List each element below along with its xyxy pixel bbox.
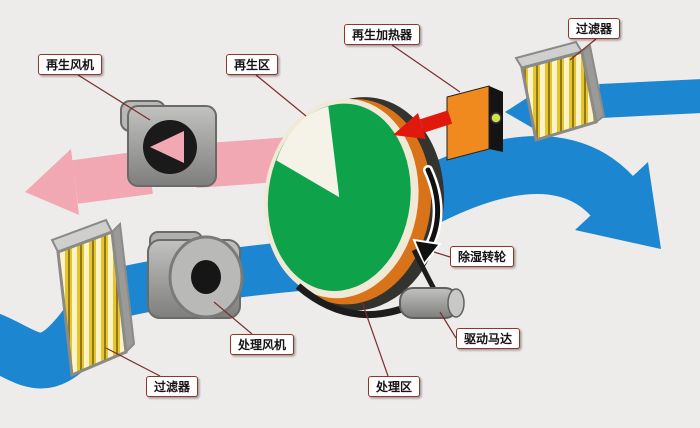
process-outlet-arrowhead: [575, 162, 661, 249]
label-regen-zone: 再生区: [226, 54, 279, 75]
label-regen-fan: 再生风机: [38, 54, 103, 75]
leader-regen-zone: [255, 74, 307, 117]
filter-bottom-media: [56, 229, 128, 378]
leader-process-fan: [213, 301, 253, 335]
process-fan-inlet: [191, 260, 221, 294]
regen-fan-arrowhead: [150, 131, 184, 163]
regen-heater-unit: [446, 85, 503, 161]
leader-filter-bottom: [105, 347, 161, 377]
label-drive-motor: 驱动马达: [456, 328, 521, 349]
hot-air-duct: [419, 110, 453, 133]
label-process-zone: 处理区: [368, 376, 421, 397]
leader-regen-fan: [77, 74, 151, 121]
leader-regen-heater: [391, 44, 461, 93]
regen-fan-unit: [120, 100, 217, 187]
desiccant-wheel: [263, 97, 445, 311]
wheel-regen-sector: [276, 106, 340, 198]
leader-process-zone: [361, 301, 389, 377]
drive-assembly: [295, 248, 465, 319]
wheel-rotation-arrow: [412, 165, 443, 266]
filter-top-media: [520, 50, 598, 142]
leader-filter-top: [569, 38, 597, 61]
label-filter-bottom: 过滤器: [146, 376, 199, 397]
label-wheel: 除湿转轮: [450, 246, 515, 267]
regen-inlet-duct-right: [599, 79, 700, 118]
leader-lines: [77, 38, 597, 377]
filter-top-unit: [514, 40, 606, 142]
process-fan-unit: [147, 231, 244, 319]
label-process-fan: 处理风机: [230, 334, 295, 355]
label-regen-heater: 再生加热器: [344, 24, 421, 45]
regen-exhaust-arrowhead: [25, 149, 79, 215]
leader-wheel: [433, 251, 451, 258]
heater-indicator-lamp: [490, 112, 502, 124]
drive-motor-endcap: [447, 288, 465, 318]
hot-air-flow: [393, 110, 453, 139]
leader-drive-motor: [439, 311, 457, 339]
label-filter-top: 过滤器: [568, 18, 621, 39]
hot-air-arrowhead: [393, 113, 426, 139]
heater-front-face: [446, 85, 490, 161]
filter-bottom-unit: [50, 218, 136, 378]
